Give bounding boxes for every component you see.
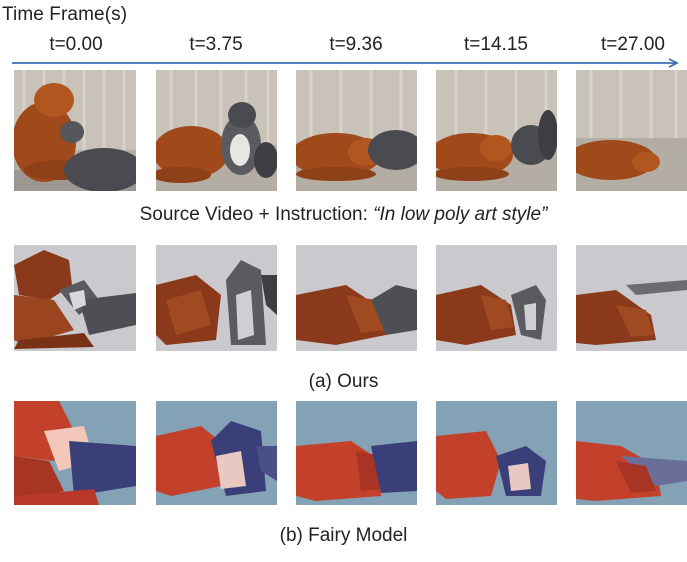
fairy-frame-4: [436, 401, 557, 505]
fairy-frame-2: [156, 401, 277, 505]
source-frame-3: [296, 70, 417, 191]
fairy-frame-5: [576, 401, 687, 505]
time-label-4: t=14.15: [464, 34, 528, 55]
source-frame-5: [576, 70, 687, 191]
source-caption: Source Video + Instruction: “In low poly…: [0, 204, 687, 226]
timeline-arrow: [12, 58, 680, 68]
timeline-title: Time Frame(s): [2, 4, 128, 25]
time-label-5: t=27.00: [601, 34, 665, 55]
fairy-frame-1: [14, 401, 136, 505]
source-frame-2: [156, 70, 277, 191]
ours-frame-2: [156, 245, 277, 351]
fairy-frame-3: [296, 401, 417, 505]
ours-frame-3: [296, 245, 417, 351]
ours-frame-4: [436, 245, 557, 351]
ours-frame-5: [576, 245, 687, 351]
time-label-3: t=9.36: [329, 34, 383, 55]
instruction-text: “In low poly art style”: [373, 204, 548, 225]
source-caption-prefix: Source Video + Instruction:: [139, 204, 374, 225]
caption-ours: (a) Ours: [308, 371, 379, 392]
ours-frame-1: [14, 245, 136, 351]
source-frame-4: [436, 70, 557, 191]
time-label-2: t=3.75: [189, 34, 243, 55]
time-label-1: t=0.00: [49, 34, 103, 55]
caption-fairy: (b) Fairy Model: [279, 525, 408, 546]
source-frame-1: [14, 70, 136, 191]
